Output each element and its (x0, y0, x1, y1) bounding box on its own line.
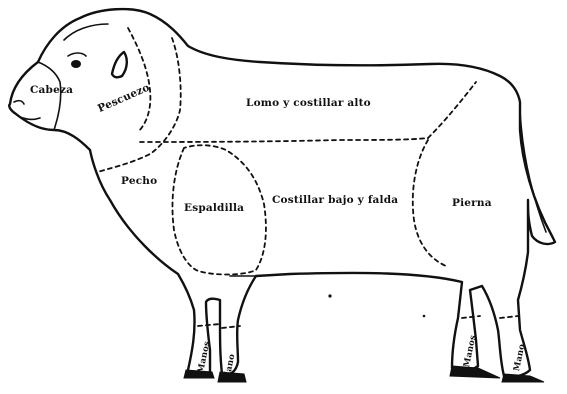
hoof-rear-left (450, 366, 500, 378)
cut-label-cabeza: Cabeza (30, 84, 73, 96)
speck (328, 294, 331, 297)
sheep-body-outline (9, 9, 555, 377)
eye-icon (71, 60, 81, 68)
cut-label-lomo: Lomo y costillar alto (246, 97, 371, 109)
speck (423, 315, 426, 318)
cut-label-costillar-bajo: Costillar bajo y falda (272, 194, 398, 206)
cut-label-espaldilla: Espaldilla (184, 202, 244, 214)
cut-label-pierna: Pierna (452, 197, 492, 209)
cut-label-pecho: Pecho (121, 175, 157, 187)
hoof-rear-right (502, 374, 544, 382)
